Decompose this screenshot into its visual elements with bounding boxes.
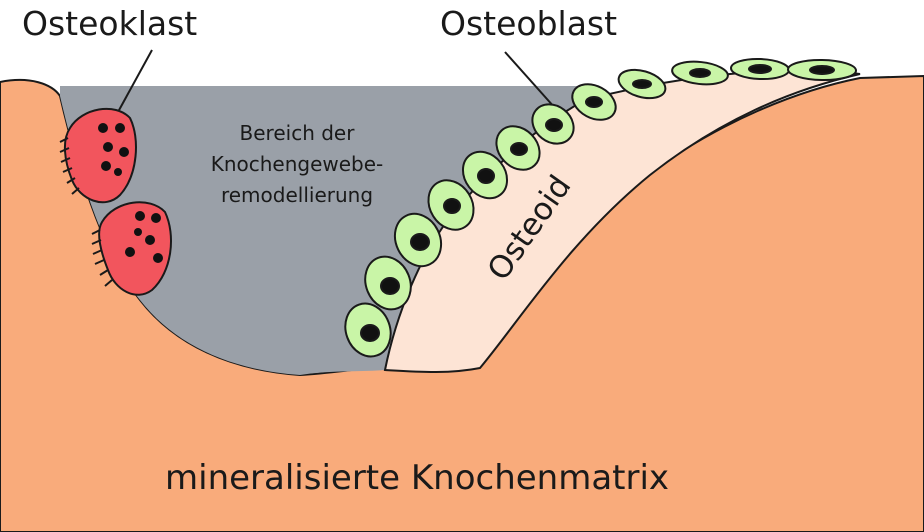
remodeling-area-label-line-1: Bereich der — [192, 118, 402, 149]
osteoblast-label: Osteoblast — [440, 4, 617, 43]
remodeling-area-label-line-3: remodellierung — [192, 180, 402, 211]
remodeling-area-label-line-2: Knochengewebe- — [192, 149, 402, 180]
osteoclast-label: Osteoklast — [22, 4, 197, 43]
remodeling-area-label: Bereich der Knochengewebe- remodellierun… — [192, 118, 402, 211]
osteoblast-cell-12 — [788, 59, 856, 80]
bone-matrix-label: mineralisierte Knochenmatrix — [165, 458, 669, 498]
